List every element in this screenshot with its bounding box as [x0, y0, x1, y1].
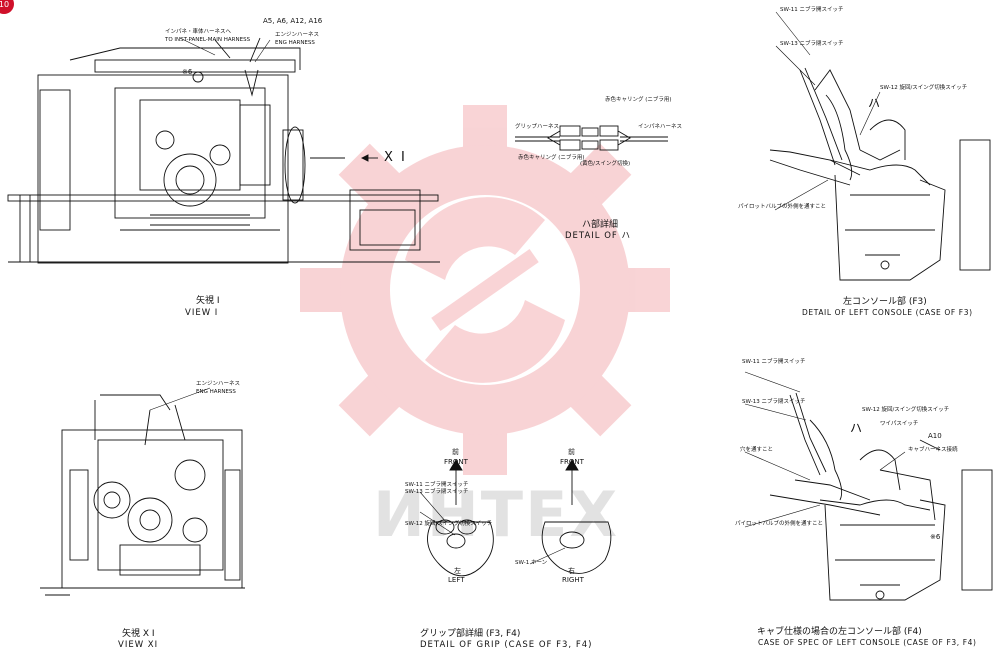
ha-red-earring-2: 赤色キャリング (ニブラ用)	[518, 155, 585, 161]
f3-ha-mark: ハ	[868, 96, 881, 110]
cab-a10: A10	[928, 432, 942, 440]
arrow-xi	[360, 154, 378, 162]
ha-instr-harness: インパネハーネス	[638, 124, 683, 130]
arrow-xi-label: X I	[384, 150, 407, 165]
cab-note-6: ※6	[930, 533, 941, 541]
callout-engine-harness-en: ENG HARNESS	[275, 40, 315, 46]
cab-caption-en: CASE OF SPEC OF LEFT CONSOLE (CASE OF F3…	[758, 638, 977, 647]
cab-wiper-switch: ワイパスイッチ	[880, 421, 919, 427]
grip-front-en-right: FRONT	[560, 458, 584, 466]
ha-yellow-swing: (黄色/スイング切換)	[580, 161, 631, 167]
detail-ha-caption-jp: ハ部詳細	[582, 220, 619, 230]
grip-sw-1-horn: SW-1 ホーン	[515, 560, 548, 566]
cab-sw-12: SW-12 旋回/スイング切換スイッチ	[862, 407, 950, 413]
grip-left-drawing	[427, 459, 494, 577]
left-console-cab-drawing	[769, 392, 993, 601]
grip-sw-13: SW-13 ニブラ閉スイッチ	[405, 489, 469, 495]
cab-caption-jp: キャブ仕様の場合の左コンソール部 (F4)	[757, 627, 922, 637]
view-i-drawing	[7, 37, 440, 264]
cab-pilot-valve-note: パイロットバルブの外側を通すこと	[735, 521, 824, 527]
grip-right-jp: 右	[568, 567, 575, 575]
f3-caption-jp: 左コンソール部 (F3)	[843, 297, 927, 307]
ha-red-earring: 赤色キャリング (ニブラ用)	[605, 97, 672, 103]
cab-sw-11: SW-11 ニブラ開スイッチ	[742, 359, 806, 365]
grip-left-jp: 左	[454, 567, 461, 575]
f3-pilot-valve-note: パイロットバルブの外側を通すこと	[738, 204, 827, 210]
cab-harness-connect: キャブハーネス接続	[908, 447, 958, 453]
callout-note-6: ※6	[182, 68, 193, 76]
view-xi-drawing	[40, 394, 245, 596]
xi-callout-engine-harness: エンジンハーネス	[196, 381, 241, 387]
cab-through-hole: 穴を通すこと	[740, 447, 774, 453]
f3-sw-11: SW-11 ニブラ開スイッチ	[780, 7, 844, 13]
grip-sw-12: SW-12 旋回/スイング切換スイッチ	[405, 521, 493, 527]
detail-ha-caption-en: DETAIL OF ハ	[565, 231, 631, 241]
page-number-badge: 10	[0, 0, 14, 14]
xi-callout-engine-harness-en: ENG HARNESS	[196, 389, 236, 395]
grip-front-jp-left: 前	[452, 448, 459, 456]
view-i-caption-jp: 矢視 I	[196, 296, 220, 306]
callout-instr-harness-en: TO INST-PANEL-MAIN HARNESS	[165, 37, 251, 43]
left-console-f3-drawing	[769, 67, 991, 281]
grip-sw-11: SW-11 ニブラ開スイッチ	[405, 482, 469, 488]
cab-sw-13: SW-13 ニブラ閉スイッチ	[742, 399, 806, 405]
detail-ha-drawing	[515, 125, 668, 151]
grip-left-en: LEFT	[448, 576, 465, 584]
f3-sw-12: SW-12 旋回/スイング切換スイッチ	[880, 85, 968, 91]
f3-sw-13: SW-13 ニブラ閉スイッチ	[780, 41, 844, 47]
grip-caption-en: DETAIL OF GRIP (CASE OF F3, F4)	[420, 640, 593, 650]
cab-ha-mark: ハ	[850, 421, 863, 435]
ha-grip-harness: グリップハーネス	[515, 124, 560, 130]
f3-caption-en: DETAIL OF LEFT CONSOLE (CASE OF F3)	[802, 308, 973, 317]
leader-lines	[149, 11, 906, 565]
callout-refs-a5: A5, A6, A12, A16	[263, 17, 323, 25]
grip-caption-jp: グリップ部詳細 (F3, F4)	[420, 629, 521, 639]
callout-engine-harness: エンジンハーネス	[275, 32, 320, 38]
grip-right-drawing	[541, 459, 612, 574]
callout-instr-harness: インパネ・車体ハーネスへ	[165, 29, 232, 35]
grip-front-en-left: FRONT	[444, 458, 468, 466]
view-xi-caption-jp: 矢視 X I	[122, 629, 155, 639]
grip-right-en: RIGHT	[562, 576, 584, 584]
grip-front-jp-right: 前	[568, 448, 575, 456]
view-i-caption-en: VIEW I	[185, 308, 219, 318]
watermark-text: ИНТЕХ	[373, 478, 620, 551]
view-xi-caption-en: VIEW XI	[118, 640, 159, 650]
